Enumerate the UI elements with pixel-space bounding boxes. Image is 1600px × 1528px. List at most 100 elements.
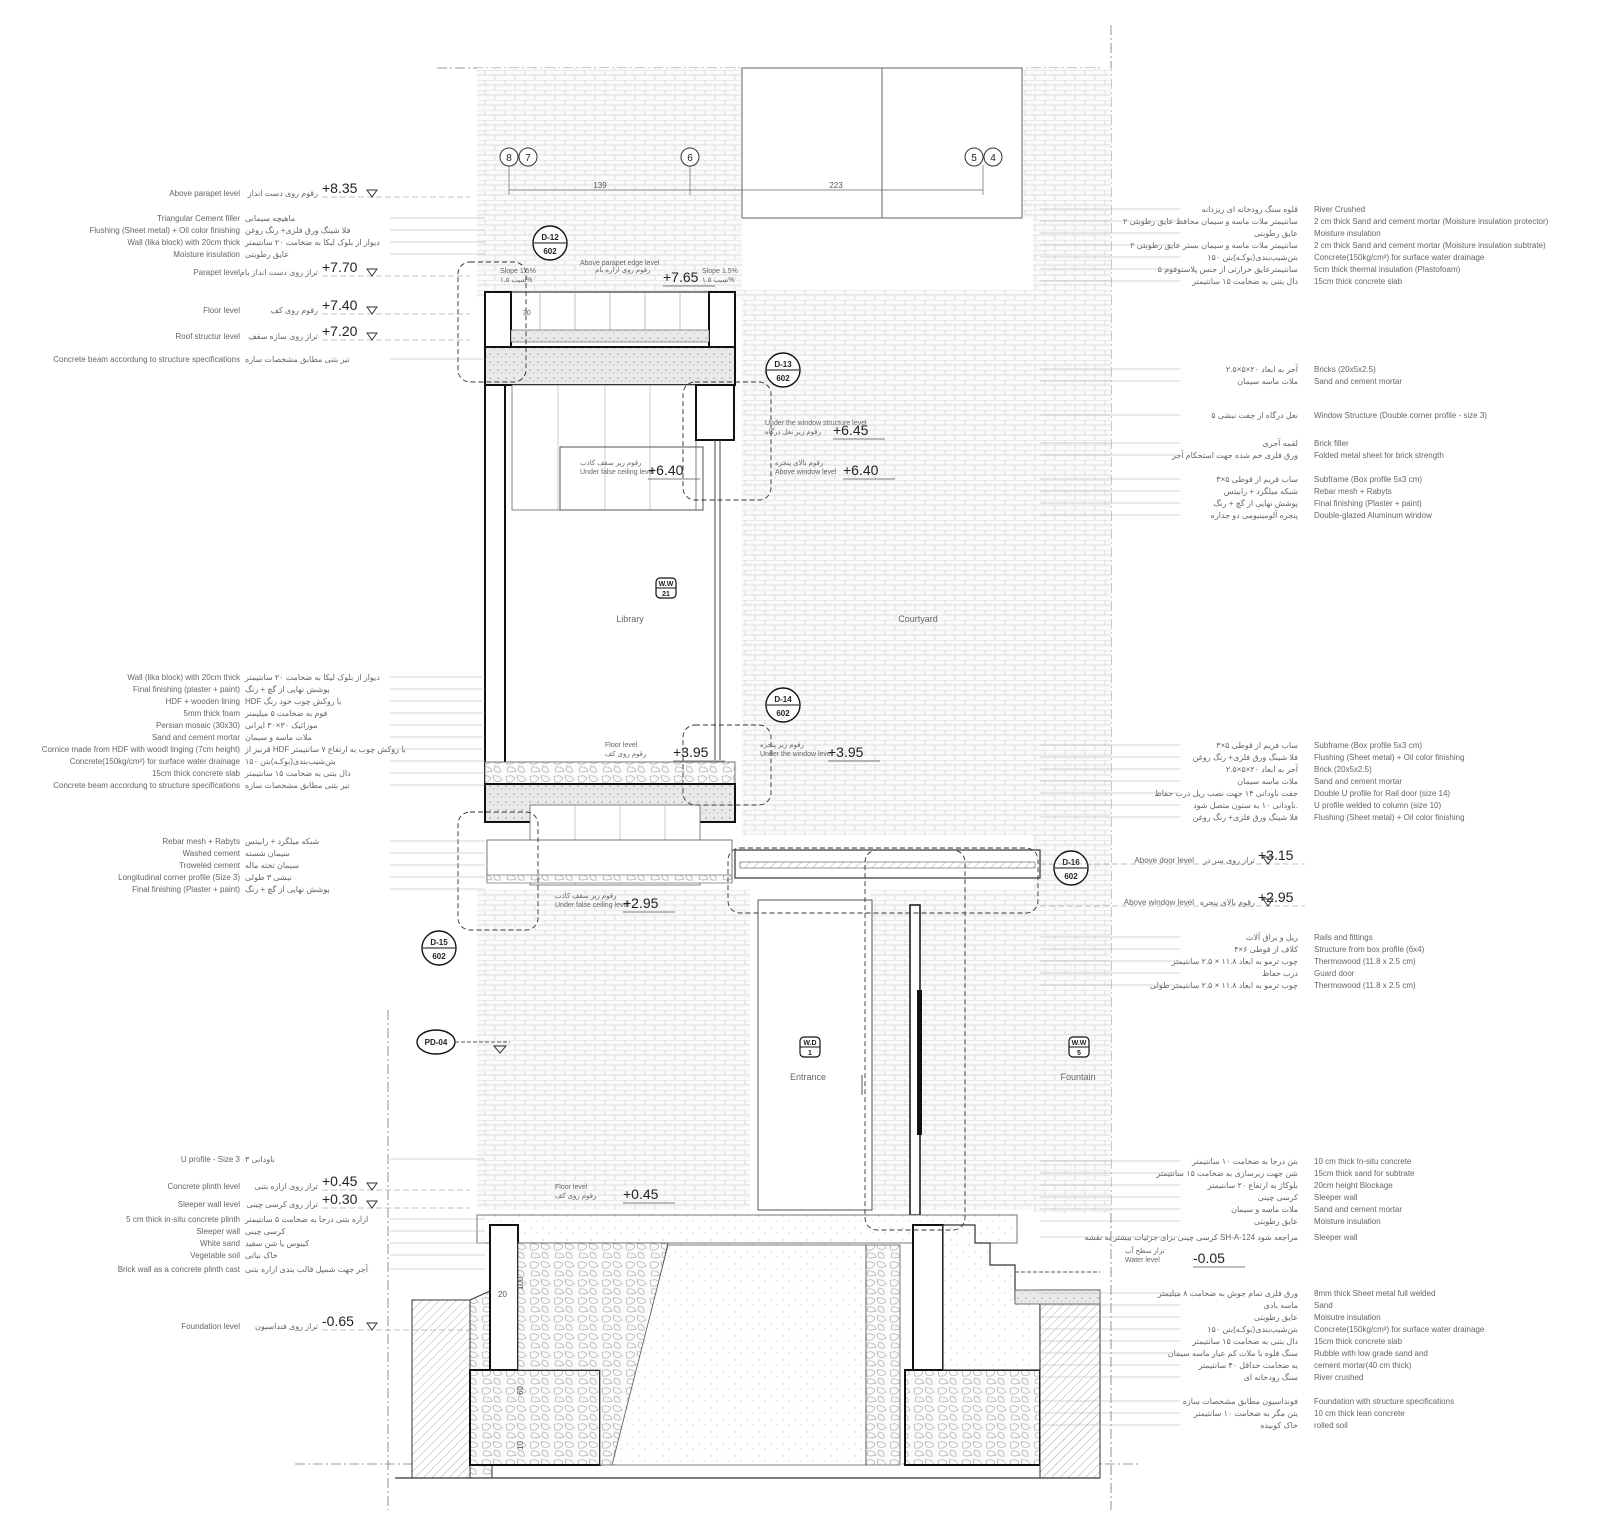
annotation-fa: ملات ماسه سیمان [1237,777,1298,786]
annotation-en: Sand and cement mortar [1314,777,1402,786]
annotation-fa: عایق رطوبتی [1254,1313,1298,1322]
tag-d12-top: D-12 [541,233,559,242]
annotation-en: Sleeper wall [1314,1233,1358,1242]
annotation-en: Cornice made from HDF with woodl linging… [42,745,241,754]
annotation-fa: موزائیک ۳۰×۳۰ ایرانی [245,721,318,730]
annotation-fa: دال بتنی به ضخامت ۱۵ سانتیمتر [1191,277,1298,286]
annotation-en: Flushing (Sheet metal) + Oil color finis… [1314,813,1465,822]
annotation-fa: آجر جهت شمپل قالب بندی ازاره بتنی [245,1264,369,1274]
room-entrance: Entrance [790,1072,826,1082]
level-triangle [366,1200,378,1209]
annotation-en: Double-glazed Aluminum window [1314,511,1432,520]
detail-callouts [457,261,1039,1231]
inner-level-value: -0.05 [1193,1250,1225,1266]
ww5-top: W.W [1072,1040,1087,1047]
inner-level-label: رقوم بالای پنجره [775,459,823,467]
annotation-en: Thermowood (11.8 x 2.5 cm) [1314,957,1416,966]
annotation-en: Concrete(150kg/cm²) for surface water dr… [1314,253,1485,262]
level-label-en: Roof structur level [176,332,241,341]
annotation-en: Moisutre insulation [1314,1313,1381,1322]
annotation-fa: ناودانی ۱۰ به ستون متصل شود. [1193,801,1298,810]
annotation-en: 2 cm thick Sand and cement mortar (Moist… [1314,241,1546,250]
level-value: -0.65 [322,1313,354,1329]
slope-left: Slope 1.5% [500,268,536,275]
annotation-fa: سنگ قلوه با ملات کم عیار ماسه سیمان [1168,1348,1299,1358]
annotation-en: 15cm thick concrete slab [1314,277,1403,286]
annotation-en: Flushing (Sheet metal) + Oil color finis… [89,226,240,235]
room-labels: Library Courtyard Entrance Fountain [616,614,1095,1082]
annotation-en: 15cm thick concrete slab [152,769,241,778]
level-triangle [366,189,378,198]
annotation-fa: بتن‌شیب‌بندی(بوکـه)بتن ۱۵۰ [1207,1325,1298,1334]
annotation-en: U profile - Size 3 [181,1155,241,1164]
annotation-fa: ۲ سانتیمتر ملات ماسه و سیمان محافظ عایق … [1123,217,1298,226]
inner-level-value: +6.40 [843,462,879,478]
level-triangle [366,1182,378,1191]
annotation-fa: عایق رطوبتی [245,250,289,259]
annotation-fa: شن جهت زیرسازی به ضخامت ۱۵ سانتیمتر [1155,1169,1298,1178]
annotation-fa: لقمه آجری [1263,438,1298,448]
level-value: +7.40 [322,297,358,313]
annotation-en: Sand and cement mortar [1314,1205,1402,1214]
annotation-en: Rails and fittings [1314,933,1373,942]
annotation-fa: کرسی چینی برای جزئیات بیشتر به نقشه SH-A… [1084,1233,1298,1242]
tag-d13-num: 602 [776,374,790,383]
annotation-en: Longitudinal corner profile (Size 3) [118,873,240,882]
parapet-edge-label: Above parapet edge level [580,260,660,267]
level-label-en: Concrete plinth level [168,1182,241,1191]
annotation-en: U profile welded to column (size 10) [1314,801,1442,810]
annotation-fa: پوشش نهایی از گچ + رنگ [245,884,330,894]
annotation-en: Wall (lika block) with 20cm thick [127,673,241,682]
annotation-en: Concrete beam accordung to structure spe… [53,781,240,790]
level-label-fa: رقوم روی دست انداز [247,189,318,198]
annotation-en: Foundation with structure specifications [1314,1397,1454,1406]
dim-139: 139 [593,181,607,190]
annotation-fa: دیوار از بلوک لیکا به ضخامت ۲۰ سانتیمتر [244,238,380,247]
inner-level-value: +7.65 [663,269,699,285]
annotation-fa: قلوه سنگ رودخانه ای ریزدانه [1202,204,1299,214]
annotation-en: 5 cm thick in-situ concrete plinth [126,1215,240,1224]
annotation-fa: بتن‌شیب‌بندی(بوکـه)بتن ۱۵۰ [245,757,336,766]
level-label-fa: رقوم روی کف [271,306,318,315]
annotation-fa: شبکه میلگرد + رابیتس [245,836,320,846]
level-triangle [366,306,378,315]
annotation-fa: درب حفاظ [1262,969,1298,978]
annotation-en: 8mm thick Sheet metal full welded [1314,1289,1435,1298]
annotation-fa: به ضخامت حداقل ۴۰ سانتیمتر [1198,1361,1298,1370]
annotation-en: Moisture insulation [1314,229,1381,238]
annotation-fa: تیر بتنی مطابق مشخصات سازه [245,781,350,790]
annotation-fa: چوب ترمو به ابعاد ۱۱.۸ × ۲.۵ سانتیمتر [1171,957,1298,966]
inner-level-value: +0.45 [623,1186,659,1202]
annotation-fa: آجر به ابعاد ۲۰×۵×۲.۵ [1226,764,1299,774]
annotation-en: Final finishing (Plaster + paint) [132,885,240,894]
annotation-fa: تیر بتنی مطابق مشخصات سازه [245,355,350,364]
annotation-en: 10 cm thick In-situ concrete [1314,1157,1412,1166]
slope-right: Slope 1.5% [702,268,738,275]
annotation-en: Bricks (20x5x2.5) [1314,365,1376,374]
inner-level-value: +3.95 [828,744,864,760]
annotation-fa: بتن مگر به ضخامت ۱۰ سانتیمتر [1193,1408,1298,1418]
dim-60: 60 [516,1386,525,1395]
annotation-en: Rubble with low grade sand and [1314,1349,1428,1358]
wd1-num: 1 [808,1050,812,1057]
ww21-num: 21 [662,591,670,598]
tag-d15-num: 602 [432,952,446,961]
room-fountain: Fountain [1060,1072,1095,1082]
annotation-fa: فلا شینگ ورق فلزی+ رنگ روغن [1193,752,1299,762]
inner-level-label-2: Under the window level [760,751,833,758]
annotation-fa: بتن درجا به ضخامت ۱۰ سانتیمتر [1191,1157,1298,1166]
level-label-fa: تراز روی سازه سقف [248,332,318,341]
annotation-en: Thermowood (11.8 x 2.5 cm) [1314,981,1416,990]
level-triangle [366,268,378,277]
annotation-fa: ریل و یراق آلات [1246,932,1298,942]
dim-20: 20 [498,1290,507,1299]
annotation-fa: خاک نباتی [245,1251,278,1260]
annotation-fa: ملات ماسه و سیمان [1231,1205,1298,1214]
level-label-en: Above parapet level [169,189,240,198]
annotation-en: Sleeper wall [196,1227,240,1236]
annotation-fa: کیبوس یا شن سفید [245,1239,309,1248]
annotation-fa: ورق فلزی تمام جوش به ضخامت ۸ میلیمتر [1157,1289,1298,1298]
annotation-fa: ساب فریم از قوطی ۵×۳ [1216,741,1298,750]
